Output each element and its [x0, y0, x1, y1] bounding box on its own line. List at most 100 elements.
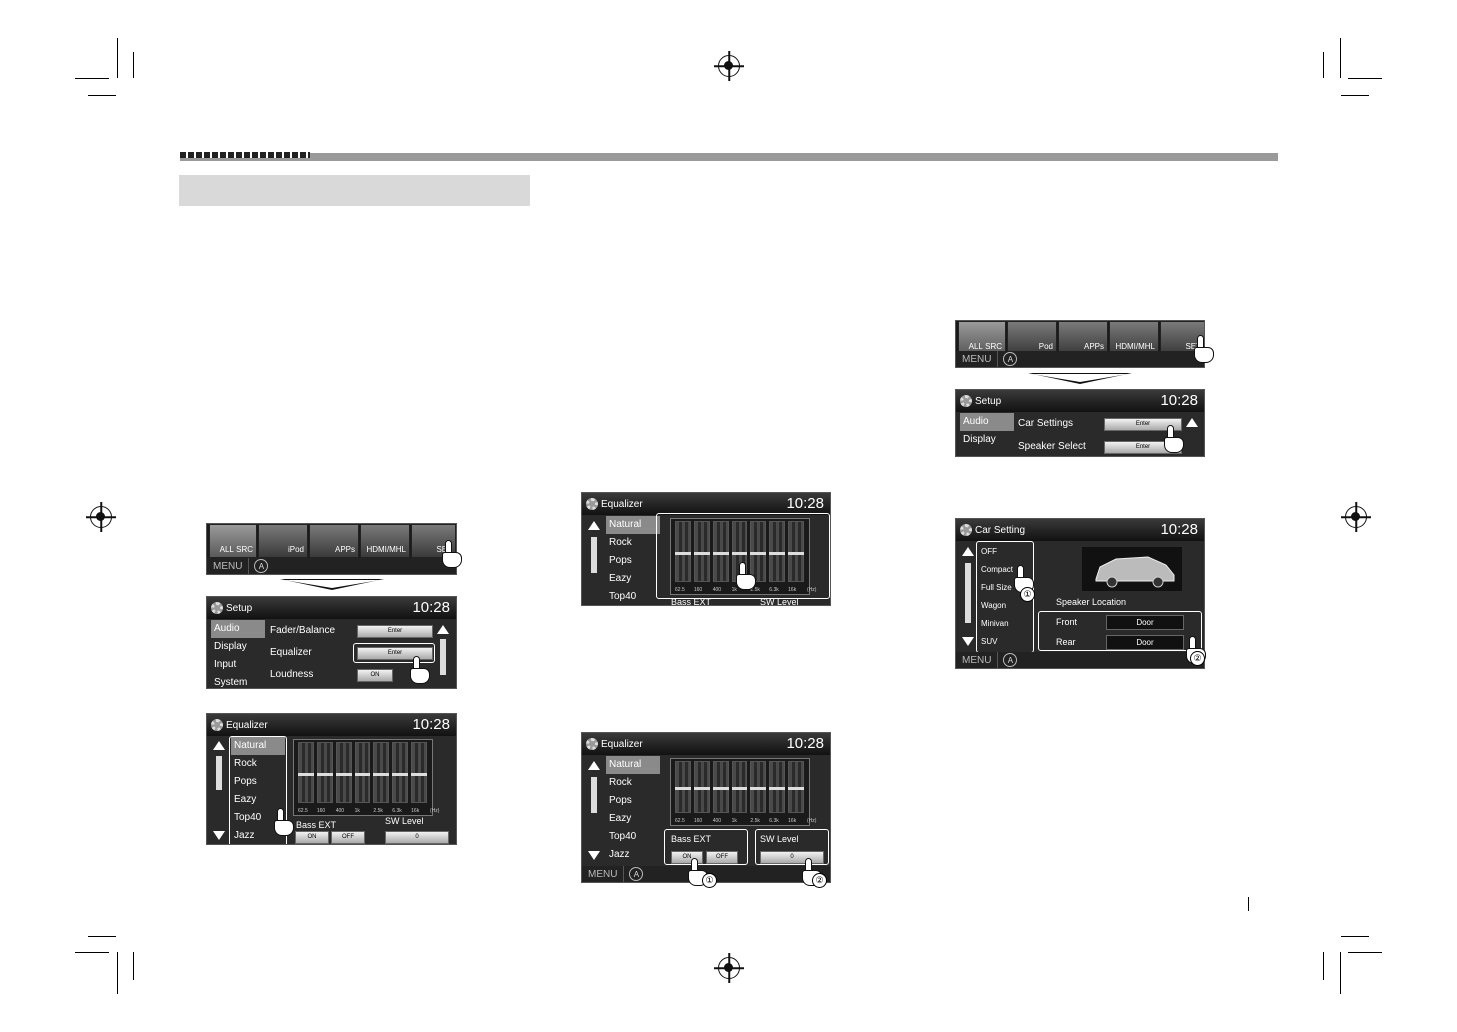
eq-band-slider[interactable] [788, 761, 804, 813]
a-icon[interactable]: A [1003, 352, 1018, 366]
rear-location-value[interactable]: Door [1106, 635, 1184, 650]
front-location-value[interactable]: Door [1106, 615, 1184, 630]
eq-band-knob[interactable] [354, 772, 371, 776]
bass-ext-off-button[interactable]: OFF [706, 851, 738, 864]
eq-band-slider[interactable] [675, 521, 691, 582]
scroll-down-icon[interactable] [588, 851, 600, 860]
preset-rock[interactable]: Rock [234, 758, 257, 769]
preset-pops[interactable]: Pops [234, 776, 257, 787]
eq-band-slider[interactable] [316, 742, 333, 803]
preset-rock[interactable]: Rock [609, 537, 632, 548]
eq-band-knob[interactable] [769, 551, 786, 555]
scrollbar[interactable] [591, 537, 597, 573]
preset-rock[interactable]: Rock [609, 777, 632, 788]
scroll-up-icon[interactable] [962, 547, 974, 556]
eq-band-slider[interactable] [693, 761, 710, 813]
menu-button[interactable]: MENU [956, 652, 999, 668]
eq-band-slider[interactable] [788, 521, 804, 582]
eq-band-slider[interactable] [411, 742, 427, 803]
scrollbar[interactable] [440, 639, 446, 675]
eq-band-slider[interactable] [298, 742, 314, 803]
preset-eazy[interactable]: Eazy [609, 573, 632, 584]
eq-band-slider[interactable] [769, 521, 786, 582]
eq-band-knob[interactable] [693, 787, 710, 790]
eq-band-slider[interactable] [769, 761, 786, 813]
sidebar-item-input[interactable]: Input [214, 659, 237, 670]
preset-pops[interactable]: Pops [609, 795, 632, 806]
eq-band-knob[interactable] [731, 787, 748, 790]
bass-ext-on-button[interactable]: ON [295, 831, 329, 844]
a-icon[interactable]: A [1003, 653, 1018, 667]
apps-button[interactable]: APPs [309, 524, 359, 558]
a-icon[interactable]: A [254, 559, 269, 573]
eq-band-knob[interactable] [712, 551, 729, 555]
eq-band-knob[interactable] [750, 787, 767, 790]
scrollbar[interactable] [216, 756, 222, 790]
preset-jazz[interactable]: Jazz [609, 849, 630, 860]
preset-eazy[interactable]: Eazy [609, 813, 632, 824]
preset-top40[interactable]: Top40 [609, 591, 637, 602]
scroll-up-icon[interactable] [588, 521, 600, 530]
eq-band-slider[interactable] [750, 761, 767, 813]
eq-band-knob[interactable] [769, 787, 786, 790]
ipod-button[interactable]: Pod [1007, 321, 1057, 355]
preset-eazy[interactable]: Eazy [234, 794, 257, 805]
a-icon[interactable]: A [629, 867, 644, 881]
menu-button[interactable]: MENU [956, 351, 999, 367]
scroll-down-icon[interactable] [962, 637, 974, 646]
scrollbar[interactable] [591, 777, 597, 813]
eq-band-knob[interactable] [411, 772, 427, 776]
eq-band-knob[interactable] [788, 787, 804, 790]
sw-level-value[interactable]: 0 [385, 831, 449, 844]
loudness-on-button[interactable]: ON [357, 669, 393, 682]
eq-band-slider[interactable] [712, 521, 729, 582]
eq-band-knob[interactable] [392, 772, 409, 776]
scroll-up-icon[interactable] [1186, 418, 1198, 427]
eq-band-slider[interactable] [392, 742, 409, 803]
preset-natural[interactable]: Natural [606, 756, 660, 774]
scroll-up-icon[interactable] [588, 761, 600, 770]
hdmi-button[interactable]: HDMI/MHL [1109, 321, 1159, 355]
eq-band-slider[interactable] [750, 521, 767, 582]
car-type-compact[interactable]: Compact [981, 565, 1014, 574]
scrollbar[interactable] [965, 563, 971, 623]
eq-band-slider[interactable] [731, 761, 748, 813]
sidebar-item-display[interactable]: Display [963, 434, 996, 445]
eq-band-knob[interactable] [675, 787, 691, 790]
eq-band-knob[interactable] [675, 551, 691, 555]
car-settings-enter-button[interactable]: Enter [1104, 418, 1182, 431]
all-src-button[interactable]: ALL SRC [958, 321, 1006, 355]
fader-enter-button[interactable]: Enter [357, 625, 433, 638]
sidebar-item-audio[interactable]: Audio [211, 620, 265, 638]
preset-pops[interactable]: Pops [609, 555, 632, 566]
scroll-down-icon[interactable] [213, 831, 225, 840]
car-type-full-size[interactable]: Full Size [981, 583, 1012, 592]
eq-band-slider[interactable] [373, 742, 390, 803]
eq-band-knob[interactable] [693, 551, 710, 555]
eq-band-knob[interactable] [373, 772, 390, 776]
eq-band-knob[interactable] [788, 551, 804, 555]
preset-jazz[interactable]: Jazz [234, 830, 255, 841]
preset-natural[interactable]: Natural [231, 737, 285, 755]
sidebar-item-display[interactable]: Display [214, 641, 247, 652]
eq-band-knob[interactable] [335, 772, 352, 776]
preset-top40[interactable]: Top40 [609, 831, 637, 842]
car-type-off[interactable]: OFF [981, 547, 997, 556]
car-type-suv[interactable]: SUV [981, 637, 998, 646]
hdmi-button[interactable]: HDMI/MHL [360, 524, 410, 558]
car-type-wagon[interactable]: Wagon [981, 601, 1007, 610]
ipod-button[interactable]: iPod [258, 524, 308, 558]
apps-button[interactable]: APPs [1058, 321, 1108, 355]
eq-band-knob[interactable] [712, 787, 729, 790]
bass-ext-off-button[interactable]: OFF [331, 831, 365, 844]
scroll-up-icon[interactable] [213, 741, 225, 750]
preset-natural[interactable]: Natural [606, 516, 660, 534]
preset-top40[interactable]: Top40 [234, 812, 262, 823]
menu-button[interactable]: MENU [207, 558, 250, 574]
eq-band-knob[interactable] [298, 772, 314, 776]
sidebar-item-audio[interactable]: Audio [960, 413, 1014, 431]
eq-band-slider[interactable] [712, 761, 729, 813]
eq-band-slider[interactable] [693, 521, 710, 582]
